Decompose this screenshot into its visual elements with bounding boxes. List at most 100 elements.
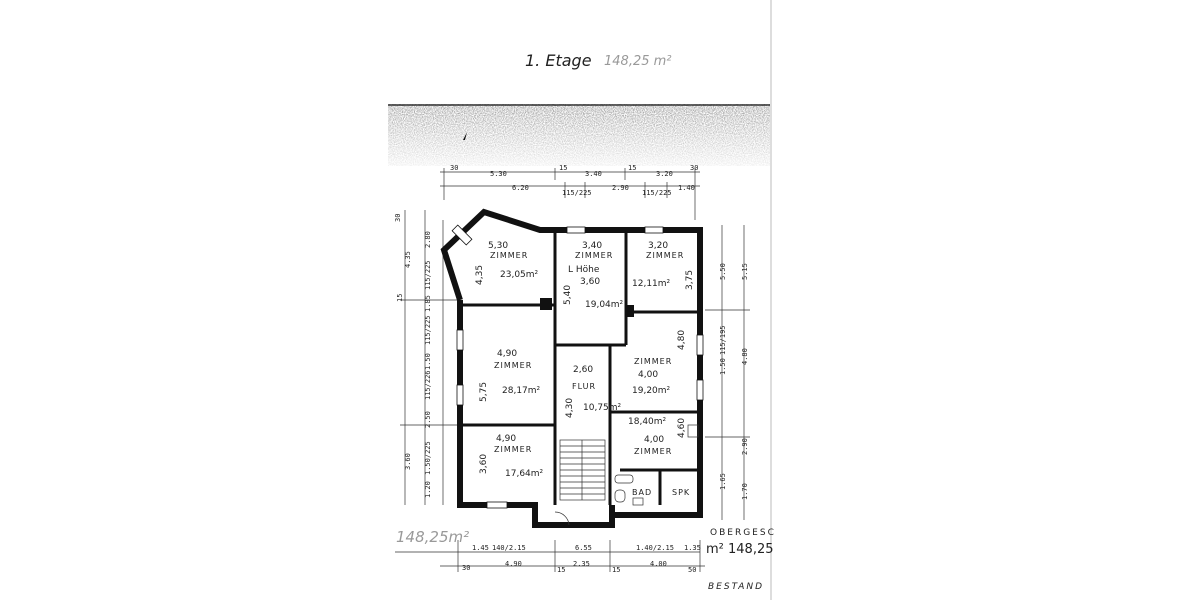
dim-label: 2.90: [741, 438, 749, 455]
dim-label: 30: [450, 164, 458, 172]
dim-label: 1.50: [719, 358, 727, 375]
room-label: ZIMMER: [494, 361, 532, 370]
room-width: 2,60: [573, 365, 593, 375]
stamp-label: OBERGESC: [710, 528, 776, 538]
dim-label: 2.90: [612, 184, 629, 192]
stamp-area: m² 148,25: [706, 542, 774, 557]
room-label: ZIMMER: [634, 357, 672, 366]
top-dimensions: 30 5.30 15 3.40 15 3.20 30 6.20 115/225 …: [450, 164, 698, 197]
room-3: 3,20 ZIMMER 12,11m² 3,75: [632, 241, 695, 290]
dim-label: 3.20: [656, 170, 673, 178]
right-dimensions: 5.50 5.15 4.80 115/195 1.50 2.90 1.65 1.…: [719, 263, 749, 500]
dim-label: 3.60: [404, 453, 412, 470]
dim-label: 1.50: [424, 353, 432, 370]
dim-label: 30: [394, 214, 402, 222]
room-width: 4,90: [497, 349, 517, 359]
dim-label: 115/195: [719, 325, 727, 355]
dim-label: 6.55: [575, 544, 592, 552]
dim-label: 15: [557, 566, 565, 574]
walls: [440, 208, 704, 528]
cabinet-icon: [687, 424, 699, 438]
stamp-status: BESTAND: [708, 582, 764, 592]
room-width: 5,30: [488, 241, 508, 251]
room-label: ZIMMER: [634, 447, 672, 456]
room-width: 4,00: [644, 435, 664, 445]
room-area: 10,75m²: [583, 403, 622, 413]
room-depth: 5,75: [479, 382, 489, 402]
north-arrow-icon: [463, 132, 467, 140]
room-label: FLUR: [572, 382, 596, 391]
dim-label: 140/2.15: [492, 544, 526, 552]
dim-label: 4.35: [404, 251, 412, 268]
room-area: 19,20m²: [632, 386, 671, 396]
room-label: ZIMMER: [494, 445, 532, 454]
room-area: 19,04m²: [585, 300, 624, 310]
dim-label: 115/225: [424, 315, 432, 345]
dim-label: 30: [690, 164, 698, 172]
room-label: ZIMMER: [575, 251, 613, 260]
dim-label: 15: [559, 164, 567, 172]
dim-label: 1.65: [719, 473, 727, 490]
dim-label: 30: [462, 564, 470, 572]
room-depth: 4,35: [475, 265, 485, 285]
area-annotation-left: 148,25m²: [396, 528, 469, 546]
dim-label: 1.20: [424, 481, 432, 498]
room-2: 3,40 ZIMMER L Höhe 3,60 19,04m² 5,40: [563, 241, 624, 310]
dim-label: 1.85: [424, 295, 432, 312]
dim-label: 1.50/225: [424, 441, 432, 475]
dim-label: 115/225: [424, 260, 432, 290]
ceiling-height-label: L Höhe: [568, 265, 600, 275]
dim-label: 5.30: [490, 170, 507, 178]
dim-label: 1.40/2.15: [636, 544, 674, 552]
room-bad-label: BAD: [632, 488, 652, 497]
dim-label: 115/225: [562, 189, 592, 197]
room-width: 4,00: [638, 370, 658, 380]
floor-area: 148,25 m²: [604, 54, 672, 69]
dim-label: 5.50: [719, 263, 727, 280]
dim-label: 15: [628, 164, 636, 172]
dim-label: 115/225: [642, 189, 672, 197]
dim-label: 4.80: [741, 348, 749, 365]
room-depth: 3,75: [685, 270, 695, 290]
dim-label: 1.45: [472, 544, 489, 552]
dim-label: 15: [396, 294, 404, 302]
room-1: 5,30 ZIMMER 23,05m² 4,35: [475, 241, 539, 285]
bathtub-icon: [614, 474, 634, 484]
room-7: 18,40m² 4,00 ZIMMER 4,60: [628, 417, 687, 456]
dim-label: 50: [688, 566, 696, 574]
room-depth: 4,30: [565, 398, 575, 418]
dimension-lines: [395, 168, 750, 572]
room-area: 12,11m²: [632, 279, 671, 289]
room-area: 23,05m²: [500, 270, 539, 280]
dim-label: 2.35: [573, 560, 590, 568]
bottom-dimensions: 1.45 140/2.15 6.55 1.40/2.15 1.35 30 4.9…: [462, 544, 701, 574]
room-area: 17,64m²: [505, 469, 544, 479]
room-area: 28,17m²: [502, 386, 541, 396]
room-area: 18,40m²: [628, 417, 667, 427]
dim-label: 4.00: [650, 560, 667, 568]
ceiling-height-value: 3,60: [580, 277, 600, 287]
room-flur: 2,60 FLUR 10,75m² 4,30: [565, 365, 622, 418]
dim-label: 1.40: [678, 184, 695, 192]
dim-label: 2.50: [424, 411, 432, 428]
room-depth: 4,80: [677, 330, 687, 350]
dim-label: 5.15: [741, 263, 749, 280]
room-width: 3,20: [648, 241, 668, 251]
room-label: ZIMMER: [646, 251, 684, 260]
room-depth: 4,60: [677, 418, 687, 438]
bath-fixtures: [614, 424, 699, 506]
dim-label: 4.90: [505, 560, 522, 568]
dim-label: 2.80: [424, 231, 432, 248]
toilet-icon: [614, 489, 626, 503]
room-width: 4,90: [496, 434, 516, 444]
scan-noise-band: [388, 104, 770, 166]
dim-label: 6.20: [512, 184, 529, 192]
dim-label: 15: [612, 566, 620, 574]
room-width: 3,40: [582, 241, 602, 251]
room-label: ZIMMER: [490, 251, 528, 260]
room-8: 4,90 ZIMMER 17,64m² 3,60: [479, 434, 544, 479]
floor-title: 1. Etage: [525, 51, 592, 70]
left-dimensions: 30 2.80 4.35 115/225 1.85 15 115/225 1.5…: [394, 214, 432, 498]
dim-label: 1.35: [684, 544, 701, 552]
